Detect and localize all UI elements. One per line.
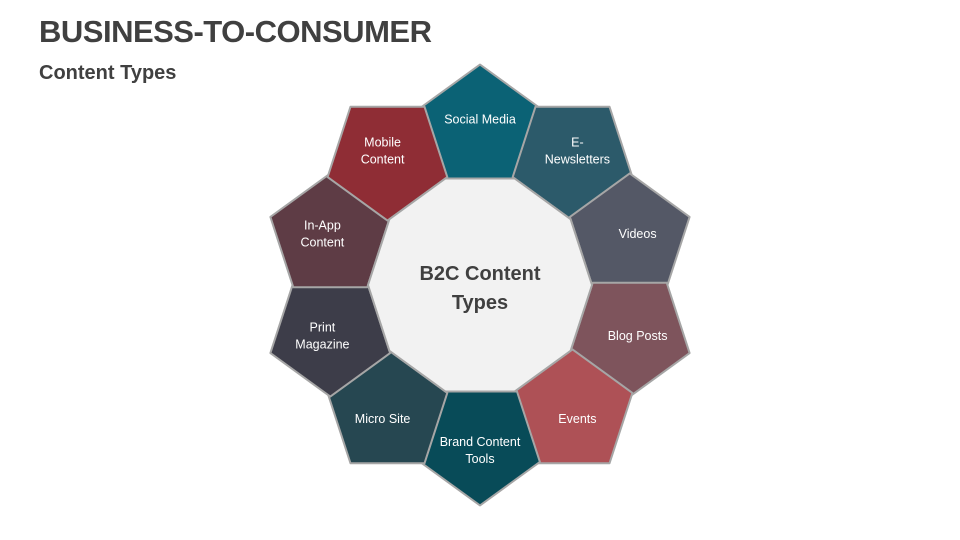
segment-events: Events xyxy=(511,348,634,465)
center-shape xyxy=(366,177,594,393)
slide-title: BUSINESS-TO-CONSUMER xyxy=(39,14,432,49)
segment-label: Blog Posts xyxy=(608,329,668,343)
segment-label: E-Newsletters xyxy=(545,135,610,166)
segment-label: Micro Site xyxy=(355,412,411,426)
segment-label: Events xyxy=(558,412,596,426)
segment-label: Videos xyxy=(619,227,657,241)
segment-label: Social Media xyxy=(444,112,516,126)
slide-subtitle: Content Types xyxy=(39,62,177,84)
